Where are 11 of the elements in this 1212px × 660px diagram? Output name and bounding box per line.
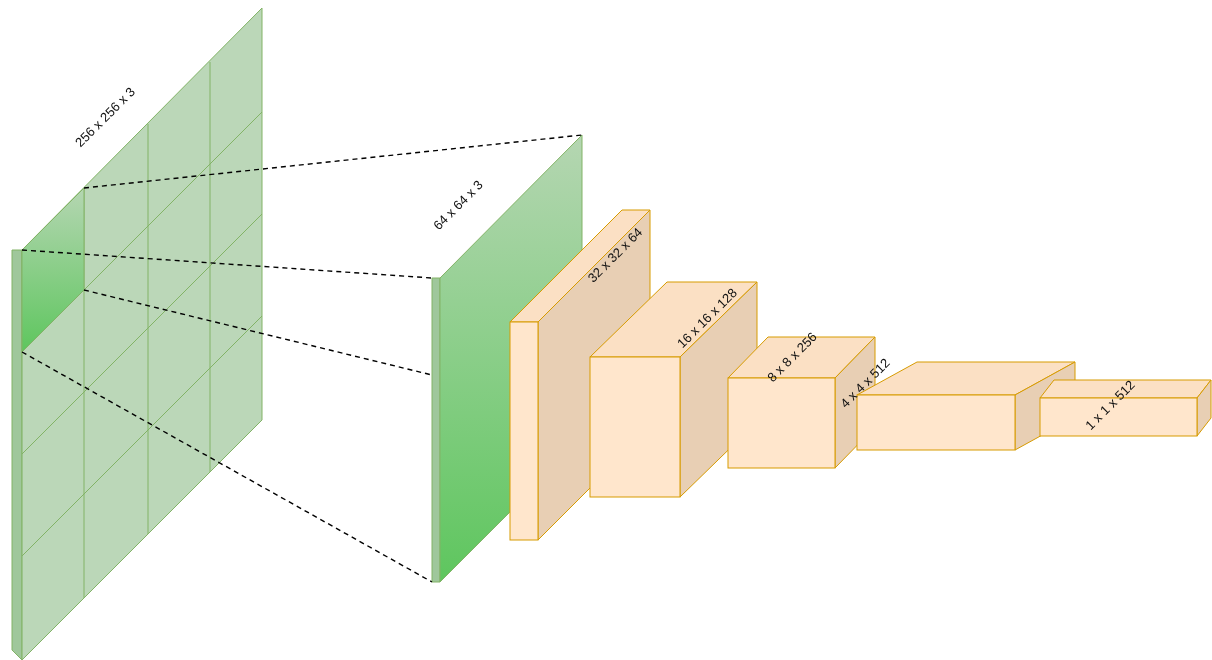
size-label: 8 x 8 x 256 bbox=[764, 329, 820, 385]
size-label: 64 x 64 x 3 bbox=[430, 177, 486, 233]
size-label: 1 x 1 x 512 bbox=[1082, 378, 1138, 433]
size-label: 16 x 16 x 128 bbox=[674, 285, 740, 351]
projection-line bbox=[83, 134, 583, 189]
projection-line bbox=[21, 249, 433, 279]
size-label: 4 x 4 x 512 bbox=[837, 355, 893, 411]
size-label: 32 x 32 x 64 bbox=[585, 225, 645, 285]
projection-line bbox=[83, 289, 433, 376]
projection-line bbox=[21, 351, 433, 583]
size-label: 256 x 256 x 3 bbox=[72, 84, 138, 150]
